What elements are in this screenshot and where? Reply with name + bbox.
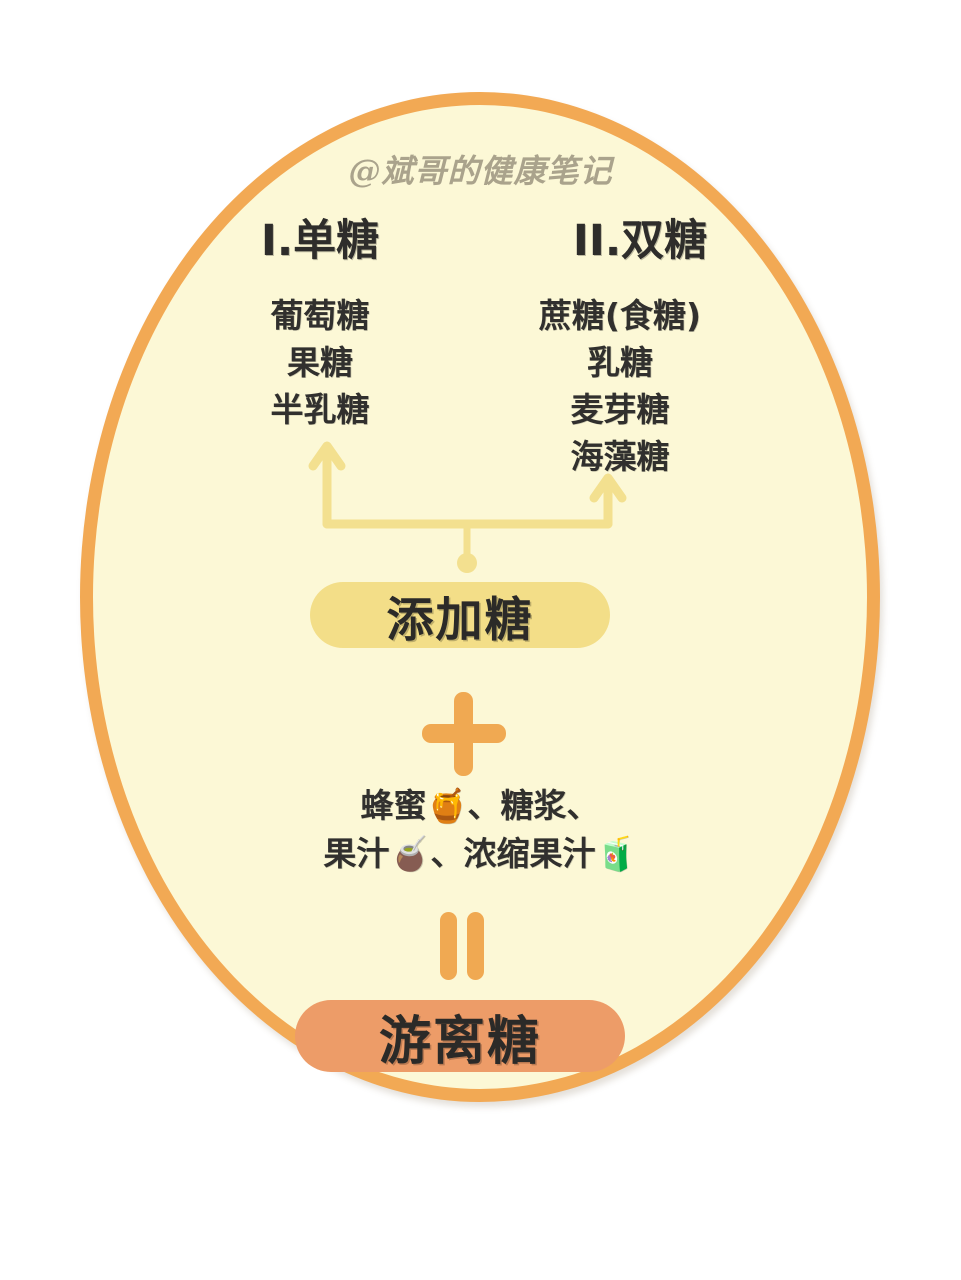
list-item: 葡萄糖 xyxy=(270,296,370,335)
ingredient-list: 蜂蜜🍯、糖浆、 果汁🧉、浓缩果汁🧃 xyxy=(150,782,810,878)
right-arrow-head xyxy=(589,473,627,503)
equals-operator-icon xyxy=(434,912,494,982)
ingredient-line-2: 果汁🧉、浓缩果汁🧃 xyxy=(323,834,637,873)
list-item: 乳糖 xyxy=(587,343,653,382)
node-added-sugar[interactable]: 添加糖 xyxy=(310,582,610,648)
equals-bar-1 xyxy=(440,912,457,980)
left-arrow-head xyxy=(308,441,346,471)
list-item: 果糖 xyxy=(287,343,353,382)
branch-connector-arrows xyxy=(308,441,627,573)
monosaccharide-list: 葡萄糖 果糖 半乳糖 xyxy=(170,292,470,433)
list-item: 蔗糖(食糖) xyxy=(538,296,702,335)
plus-vertical-bar xyxy=(454,692,473,776)
junction-dot xyxy=(457,553,477,573)
node-free-sugar[interactable]: 游离糖 xyxy=(295,1000,625,1072)
list-item: 半乳糖 xyxy=(270,390,370,429)
ingredient-line-1: 蜂蜜🍯、糖浆、 xyxy=(360,786,600,825)
heading-disaccharide: II.双糖 xyxy=(572,216,708,266)
list-item: 麦芽糖 xyxy=(570,390,670,429)
plus-operator-icon xyxy=(414,684,514,784)
heading-monosaccharide: I.单糖 xyxy=(260,216,380,266)
column-headings: I.单糖 II.双糖 xyxy=(170,206,790,268)
watermark-handle: @斌哥的健康笔记 xyxy=(348,152,613,190)
disaccharide-list: 蔗糖(食糖) 乳糖 麦芽糖 海藻糖 xyxy=(470,292,770,480)
equals-bar-2 xyxy=(467,912,484,980)
list-item: 海藻糖 xyxy=(570,437,670,476)
